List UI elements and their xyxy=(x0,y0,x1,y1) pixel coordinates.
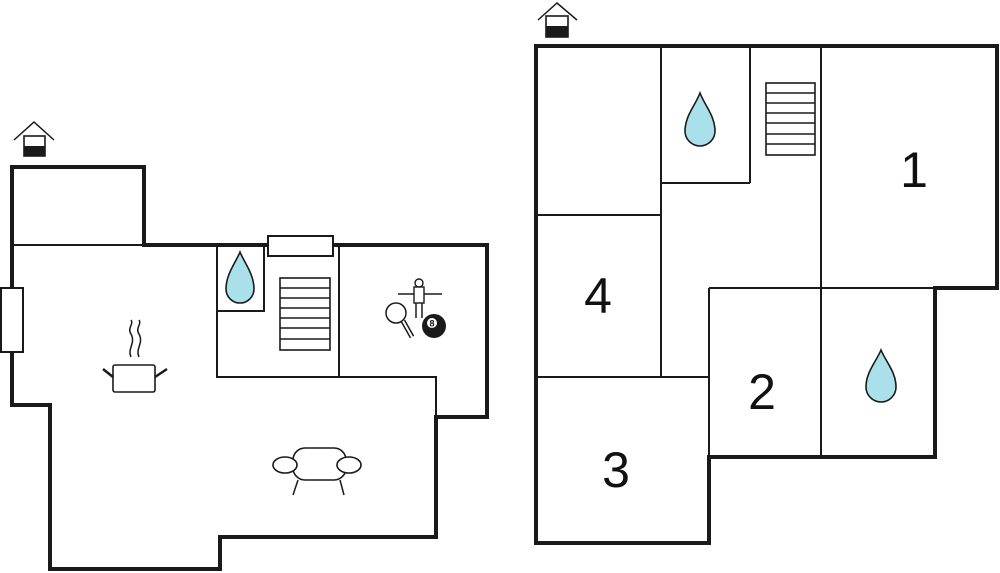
billiard-ball-number: 8 xyxy=(429,319,434,329)
room-1-label: 1 xyxy=(900,142,928,198)
left-outer-wall xyxy=(10,165,489,571)
table-tennis-icon xyxy=(385,302,415,339)
right-floor-plan: 1 2 3 4 xyxy=(534,2,999,545)
water-drop-icon xyxy=(225,249,255,304)
sofa-icon xyxy=(272,447,362,496)
foosball-icon xyxy=(398,278,442,318)
billiard-ball-icon: 8 xyxy=(422,314,446,338)
right-outer-wall xyxy=(534,44,999,545)
left-floor-plan: 8 xyxy=(0,120,489,571)
bathroom-box-wall xyxy=(217,245,265,312)
staircase-icon xyxy=(765,82,816,156)
water-drop-icon xyxy=(684,90,716,147)
water-drop-icon xyxy=(865,347,897,403)
room-4-label: 4 xyxy=(584,268,612,324)
room-3-label: 3 xyxy=(602,442,630,498)
window-top xyxy=(267,235,334,257)
window-left xyxy=(0,287,24,353)
staircase-icon xyxy=(279,277,331,351)
cooking-pot-icon xyxy=(102,319,168,393)
house-entrance-icon xyxy=(537,2,578,38)
house-entrance-icon xyxy=(13,120,55,157)
room-2-label: 2 xyxy=(748,364,776,420)
